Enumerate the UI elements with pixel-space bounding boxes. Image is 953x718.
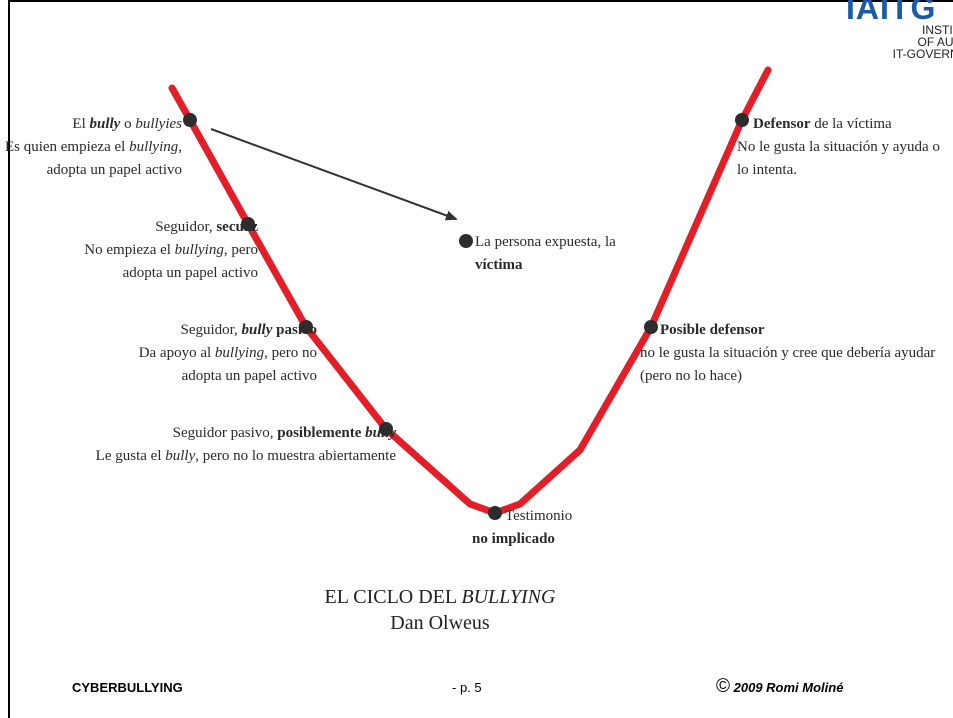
label-bully: El bully o bullyies Es quien empieza el … xyxy=(4,116,182,178)
label-posiblemente-bully: Seguidor pasivo, posiblemente bully Le g… xyxy=(95,425,396,464)
footer-page-number: - p. 5 xyxy=(452,680,482,695)
cycle-curve xyxy=(168,66,772,517)
diagram-caption-title: EL CICLO DEL BULLYING xyxy=(324,586,556,608)
copyright-icon: © xyxy=(716,676,730,697)
posible-defensor-dot xyxy=(644,320,658,334)
logo-line-2: OF AUDIT & xyxy=(917,35,953,49)
pasivo-dot xyxy=(299,320,313,334)
diagram-caption-author: Dan Olweus xyxy=(390,612,490,634)
logo-line-3: IT-GOVERNANC xyxy=(892,47,953,61)
iaitg-logo: IAITG INSTITUTE OF AUDIT & IT-GOVERNANC xyxy=(800,0,953,80)
label-testimonio: Testimonio no implicado xyxy=(472,508,573,547)
logo-text: INSTITUTE OF AUDIT & IT-GOVERNANC xyxy=(834,24,953,60)
label-victima: La persona expuesta, la víctima xyxy=(475,234,616,273)
secuaz-dot xyxy=(241,217,255,231)
footer-copyright-text: 2009 Romi Moliné xyxy=(733,680,844,695)
label-posible-defensor: Posible defensor no le gusta la situació… xyxy=(640,322,936,384)
victima-dot xyxy=(459,234,473,248)
slide-left-border xyxy=(8,0,10,718)
logo-line-1: INSTITUTE xyxy=(922,23,953,37)
posiblemente-bully-dot xyxy=(379,422,393,436)
bully-to-victim-arrow xyxy=(210,128,458,221)
testimonio-dot xyxy=(488,506,502,520)
label-bully-pasivo: Seguidor, bully pasivo Da apoyo al bully… xyxy=(138,322,317,384)
logo-mark: IAITG xyxy=(846,0,937,26)
slide-top-border xyxy=(8,0,953,2)
footer-copyright: © 2009 Romi Moliné xyxy=(716,676,843,698)
footer-title: CYBERBULLYING xyxy=(72,680,183,695)
label-defensor: Defensor de la víctima No le gusta la si… xyxy=(737,116,940,178)
defensor-dot xyxy=(735,113,749,127)
bully-dot xyxy=(183,113,197,127)
label-secuaz: Seguidor, secuaz No empieza el bullying,… xyxy=(84,219,258,281)
